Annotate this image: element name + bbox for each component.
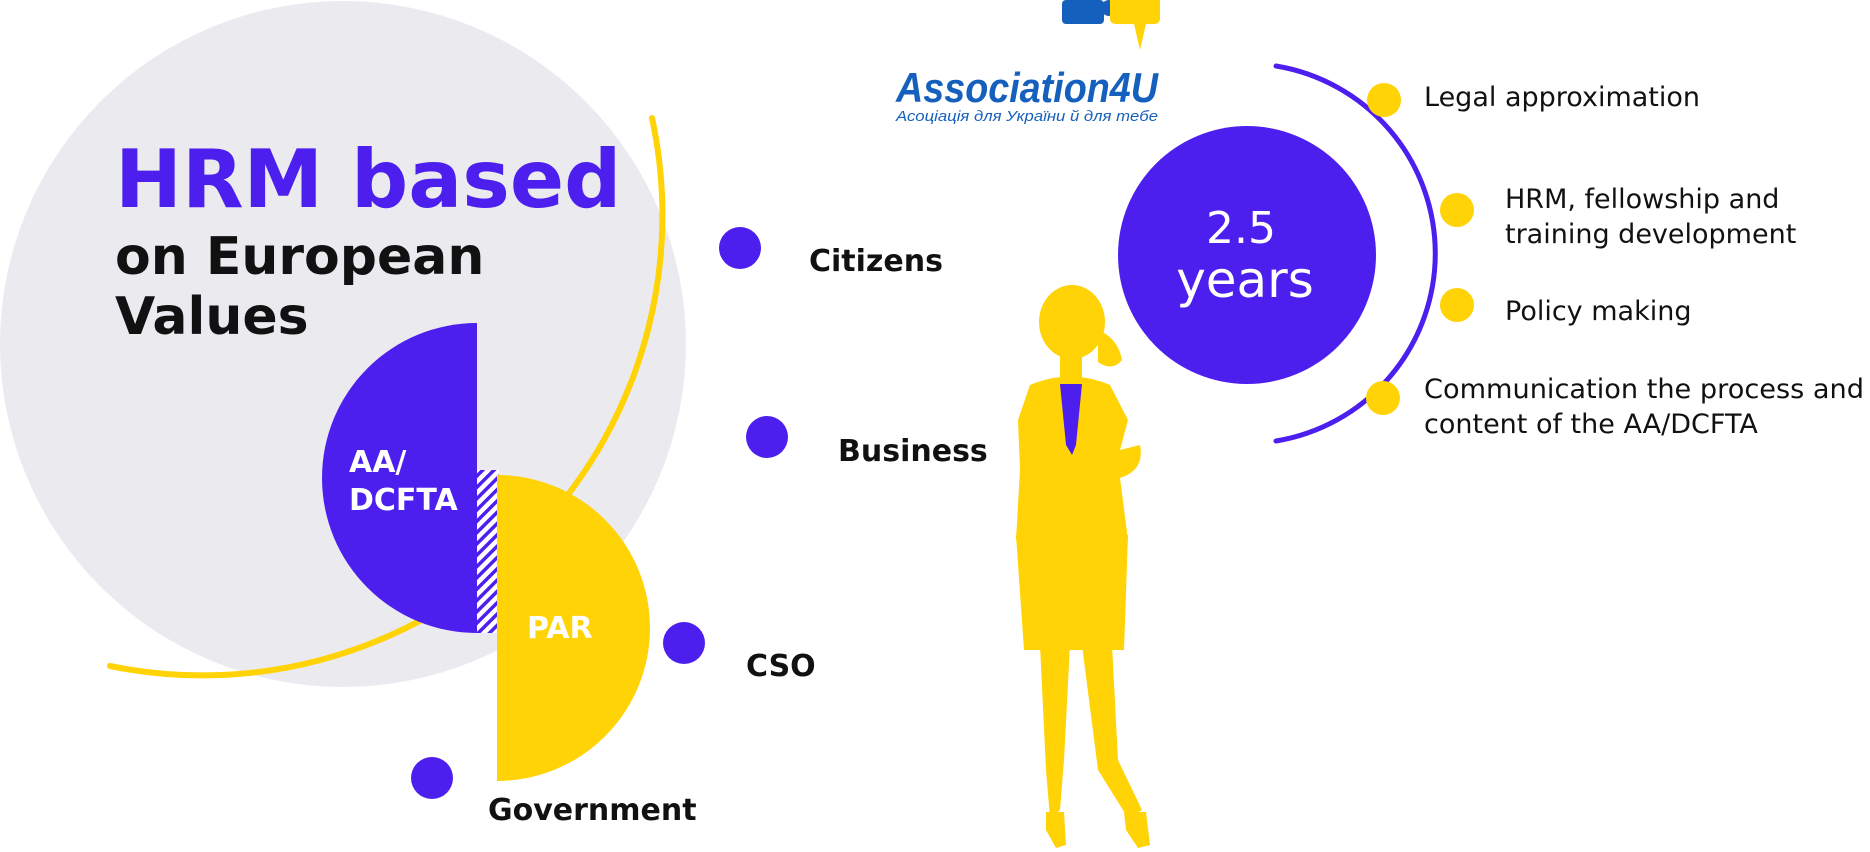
- component-label-policy: Policy making: [1505, 296, 1691, 327]
- duration-circle: [1118, 126, 1376, 384]
- duration-value: 2.5: [1206, 203, 1276, 254]
- stakeholder-label-cso: CSO: [746, 649, 816, 684]
- component-label-hrm-line-2: training development: [1505, 219, 1796, 250]
- stakeholder-dot-business: [746, 416, 788, 458]
- logo-tagline: Асоціація для України й для тебе: [895, 108, 1158, 125]
- component-dot-legal: [1367, 83, 1401, 117]
- component-dot-hrm: [1440, 193, 1474, 227]
- title-line-1: HRM based: [115, 133, 621, 226]
- duration-unit: years: [1176, 251, 1314, 309]
- businesswoman-silhouette-icon: [1016, 285, 1150, 848]
- component-dot-communication: [1366, 381, 1400, 415]
- component-dot-policy: [1440, 288, 1474, 322]
- par-semicircle: [497, 475, 650, 781]
- par-label: PAR: [527, 611, 593, 646]
- component-label-communication-line-2: content of the AA/DCFTA: [1424, 409, 1758, 440]
- stakeholder-dot-government: [411, 757, 453, 799]
- component-label-communication-line-1: Communication the process and: [1424, 374, 1864, 405]
- aa-dcfta-label-line-2: DCFTA: [349, 483, 459, 518]
- puzzle-speech-bubble-icon: [1062, 0, 1160, 50]
- stakeholder-label-government: Government: [488, 793, 697, 828]
- title-line-3: Values: [115, 287, 309, 347]
- title-line-2: on European: [115, 227, 484, 287]
- logo-wordmark: Association4U: [895, 64, 1159, 111]
- aa-dcfta-label-line-1: AA/: [349, 445, 406, 480]
- stakeholder-label-citizens: Citizens: [809, 244, 943, 279]
- stakeholder-dot-citizens: [719, 227, 761, 269]
- aa-dcfta-semicircle: [322, 323, 477, 633]
- components-arc: [1273, 63, 1438, 444]
- component-label-legal: Legal approximation: [1424, 82, 1700, 113]
- stakeholder-label-business: Business: [838, 434, 988, 469]
- component-label-hrm-line-1: HRM, fellowship and: [1505, 184, 1779, 215]
- stakeholder-dot-cso: [663, 622, 705, 664]
- overlap-hatch: [477, 470, 499, 633]
- association4u-logo: Association4U Асоціація для України й дл…: [895, 0, 1160, 125]
